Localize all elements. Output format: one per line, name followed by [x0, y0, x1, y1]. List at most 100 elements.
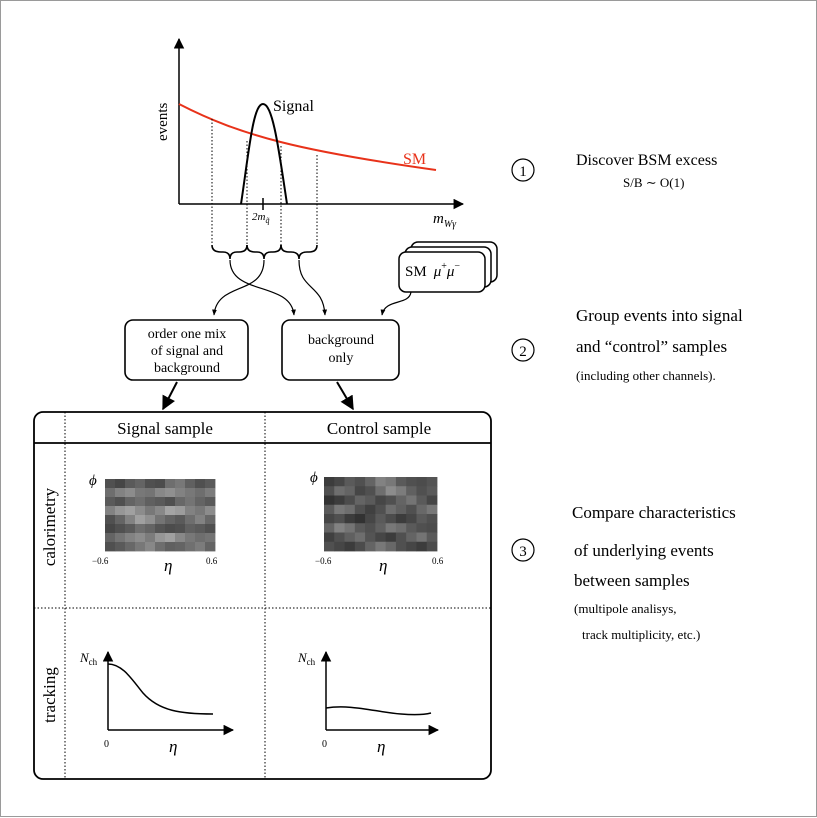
- svg-text:η: η: [379, 556, 387, 575]
- window-braces: [211, 244, 318, 260]
- svg-text:(including other channels).: (including other channels).: [576, 368, 716, 383]
- control-heatmap-cell: [416, 504, 428, 515]
- control-heatmap-cell: [324, 532, 335, 543]
- control-heatmap-cell: [365, 514, 376, 524]
- signal-heatmap-cell: [105, 542, 116, 552]
- svg-text:ϕ: ϕ: [89, 473, 97, 489]
- signal-heatmap-cell: [175, 506, 186, 516]
- svg-text:background: background: [308, 333, 374, 348]
- control-heatmap-cell: [406, 504, 417, 515]
- signal-heatmap-cell: [195, 479, 206, 489]
- signal-heatmap-cell: [125, 515, 136, 525]
- svg-text:ϕ: ϕ: [310, 470, 318, 486]
- signal-heatmap-cell: [155, 488, 166, 498]
- signal-heatmap-cell: [105, 497, 116, 507]
- control-heatmap-cell: [344, 541, 356, 552]
- signal-heatmap-cell: [105, 506, 116, 516]
- signal-heatmap-cell: [155, 479, 166, 489]
- control-heatmap-cell: [365, 477, 376, 487]
- signal-heatmap-cell: [185, 533, 196, 543]
- signal-heatmap-cell: [165, 506, 176, 516]
- signal-heatmap-cell: [145, 515, 156, 525]
- signal-heatmap-cell: [125, 524, 136, 534]
- control-heatmap-cell: [365, 504, 376, 515]
- control-heatmap-cell: [354, 532, 366, 543]
- svg-text:2: 2: [519, 344, 527, 360]
- signal-heatmap-cell: [155, 515, 166, 525]
- mix-sample-box: order one mix of signal and background: [124, 319, 249, 381]
- control-heatmap-cell: [344, 495, 356, 506]
- signal-heatmap-cell: [135, 524, 146, 534]
- signal-heatmap-cell: [145, 479, 156, 489]
- signal-heatmap-cell: [195, 488, 206, 498]
- signal-heatmap-cell: [105, 479, 116, 489]
- signal-heatmap-cell: [175, 479, 186, 489]
- signal-heatmap-cell: [175, 533, 186, 543]
- signal-heatmap-cell: [115, 497, 126, 507]
- svg-text:Group events into signal: Group events into signal: [576, 306, 743, 325]
- step-1: 1 Discover BSM excess S/B ∼ O(1): [511, 152, 717, 190]
- signal-heatmap-cell: [185, 497, 196, 507]
- sm-curve-label: SM: [403, 151, 426, 168]
- svg-text:Nch: Nch: [297, 650, 316, 667]
- svg-text:only: only: [329, 351, 354, 366]
- control-heatmap-cell: [365, 486, 376, 496]
- signal-heatmap-cell: [145, 542, 156, 552]
- control-heatmap-cell: [395, 495, 407, 506]
- control-heatmap-cell: [324, 514, 335, 524]
- control-heatmap-cell: [324, 504, 335, 515]
- control-heatmap-cell: [324, 523, 335, 533]
- signal-heatmap-cell: [115, 542, 126, 552]
- signal-heatmap-cell: [185, 479, 196, 489]
- signal-heatmap-cell: [205, 533, 216, 543]
- svg-text:η: η: [164, 556, 172, 575]
- svg-text:between samples: between samples: [574, 571, 690, 590]
- control-heatmap-cell: [354, 523, 366, 533]
- control-heatmap-cell: [375, 477, 387, 487]
- signal-heatmap-cell: [125, 542, 136, 552]
- svg-text:η: η: [169, 737, 177, 756]
- signal-heatmap-cell: [205, 497, 216, 507]
- signal-heatmap-cell: [155, 497, 166, 507]
- control-heatmap-cell: [365, 495, 376, 506]
- signal-heatmap-cell: [145, 488, 156, 498]
- control-heatmap-cell: [385, 541, 397, 552]
- control-heatmap-cell: [324, 477, 335, 487]
- svg-text:S/B ∼ O(1): S/B ∼ O(1): [623, 175, 684, 190]
- signal-heatmap-cell: [195, 515, 206, 525]
- control-calorimetry-heatmap: ϕ −0.6 0.6 η: [310, 470, 444, 575]
- svg-text:order one mix: order one mix: [148, 327, 227, 342]
- control-tracking-plot: Nch 0 η: [297, 650, 440, 756]
- calorimetry-row-label: calorimetry: [40, 487, 59, 566]
- signal-heatmap-cell: [135, 479, 146, 489]
- control-heatmap-cell: [334, 495, 345, 506]
- control-heatmap-cell: [385, 523, 397, 533]
- mix-to-signal-arrow: [162, 381, 178, 411]
- control-heatmap-cell: [406, 523, 417, 533]
- signal-heatmap-cell: [185, 542, 196, 552]
- signal-heatmap-cell: [165, 515, 176, 525]
- control-heatmap-cell: [324, 541, 335, 552]
- step-2: 2 Group events into signal and “control”…: [511, 306, 743, 383]
- control-heatmap-cell: [406, 477, 417, 487]
- plot-x-label: mWγ: [433, 211, 457, 230]
- signal-heatmap-cell: [125, 488, 136, 498]
- svg-text:background: background: [154, 361, 220, 376]
- signal-heatmap-cell: [185, 488, 196, 498]
- tracking-row-label: tracking: [40, 667, 59, 723]
- control-heatmap-cell: [395, 532, 407, 543]
- control-heatmap-cell: [324, 486, 335, 496]
- brace-arrows: [212, 259, 328, 316]
- bg-to-control-arrow: [336, 381, 354, 411]
- mass-spectrum-plot: events mWγ SM Signal 2mq̃: [155, 37, 465, 316]
- signal-heatmap-cell: [175, 542, 186, 552]
- signal-heatmap-cell: [205, 506, 216, 516]
- control-heatmap-cell: [354, 541, 366, 552]
- svg-text:Compare characteristics: Compare characteristics: [572, 503, 736, 522]
- control-heatmap-cell: [395, 541, 407, 552]
- control-heatmap-cell: [334, 523, 345, 533]
- svg-text:0: 0: [104, 739, 109, 750]
- control-heatmap-cell: [334, 477, 345, 487]
- control-heatmap-cell: [375, 514, 387, 524]
